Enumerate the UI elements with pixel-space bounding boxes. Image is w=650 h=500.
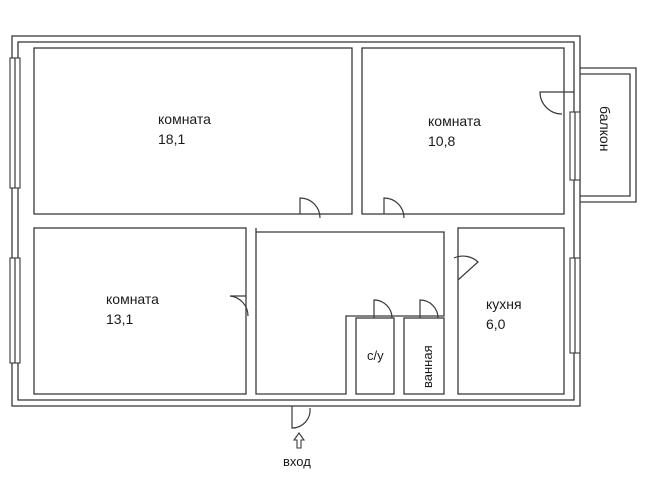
room-18-label: комната (158, 111, 211, 127)
balcony-label: балкон (597, 106, 613, 151)
door-room-18 (299, 197, 321, 219)
room-18-area: 18,1 (158, 131, 185, 147)
door-kitchen (453, 255, 479, 281)
entrance-label: вход (283, 454, 311, 469)
room-10-walls (361, 47, 565, 215)
door-room-13 (229, 295, 249, 317)
kitchen-walls (457, 227, 565, 395)
door-entrance (291, 406, 311, 429)
room-18-walls (33, 47, 353, 215)
kitchen-area: 6,0 (486, 316, 506, 332)
door-balcony (539, 91, 574, 115)
bath-label: ванная (420, 345, 435, 388)
doors (229, 91, 574, 429)
door-wc (373, 299, 393, 319)
balcony (580, 67, 637, 203)
room-10-area: 10,8 (428, 133, 455, 149)
outer-wall (11, 35, 581, 407)
room-13-walls (33, 227, 247, 395)
windows (9, 57, 581, 364)
room-10-label: комната (428, 113, 481, 129)
wc-walls (355, 317, 395, 395)
room-13-label: комната (106, 291, 159, 307)
door-room-10 (383, 197, 405, 219)
up-arrow-outline-icon (292, 432, 306, 449)
bath-walls (403, 317, 445, 395)
kitchen-label: кухня (486, 296, 522, 312)
room-13-area: 13,1 (106, 311, 133, 327)
wc-label: с/у (367, 348, 384, 363)
hall-walls (255, 228, 445, 395)
door-bath (419, 299, 439, 319)
